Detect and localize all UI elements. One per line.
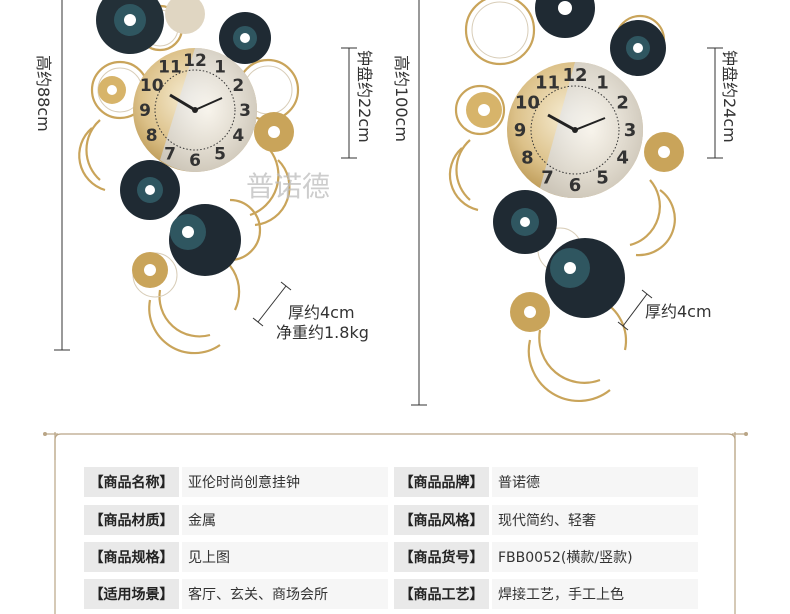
clock-numeral: 4	[232, 126, 244, 146]
spec-label: 【商品工艺】	[394, 579, 489, 609]
spec-row-sku: 【商品货号】 FBB0052(横款/竖款)	[394, 542, 698, 572]
spec-row-material: 【商品材质】 金属	[84, 505, 388, 535]
spec-label: 【商品名称】	[84, 467, 179, 497]
right-dial-label: 钟盘约24cm	[720, 50, 739, 143]
clock-numeral: 2	[232, 76, 244, 96]
spec-label: 【商品材质】	[84, 505, 179, 535]
clock-numeral: 10	[515, 93, 540, 114]
clock-numeral: 2	[616, 93, 629, 114]
clock-numeral: 6	[189, 151, 201, 171]
spec-row-craft: 【商品工艺】 焊接工艺，手工上色	[394, 579, 698, 609]
clock-numeral: 11	[158, 58, 182, 78]
watermark: 普诺德	[246, 170, 330, 203]
clock-numeral: 9	[514, 120, 527, 141]
clock-numeral: 11	[535, 72, 560, 93]
spec-value: 客厅、玄关、商场会所	[182, 579, 388, 609]
spec-value: 金属	[182, 505, 388, 535]
clock-numeral: 6	[569, 175, 582, 196]
spec-value: FBB0052(横款/竖款)	[492, 542, 698, 572]
spec-value: 普诺德	[492, 467, 698, 497]
spec-value: 焊接工艺，手工上色	[492, 579, 698, 609]
clock-numeral: 5	[596, 168, 609, 189]
spec-value: 见上图	[182, 542, 388, 572]
clock-numeral: 8	[521, 148, 534, 169]
clock-numeral: 4	[616, 148, 629, 169]
spec-row-name: 【商品名称】 亚伦时尚创意挂钟	[84, 467, 388, 497]
clock-numeral: 1	[214, 58, 226, 78]
left-dial-label: 钟盘约22cm	[355, 50, 374, 143]
spec-row-style: 【商品风格】 现代简约、轻奢	[394, 505, 698, 535]
spec-label: 【商品品牌】	[394, 467, 489, 497]
spec-value: 亚伦时尚创意挂钟	[182, 467, 388, 497]
spec-panel-sides	[54, 432, 736, 614]
clock-numeral: 12	[562, 65, 587, 86]
right-thickness-dimension	[617, 289, 653, 331]
right-thickness-label: 厚约4cm	[645, 302, 712, 321]
clock-numeral: 1	[596, 72, 609, 93]
right-height-dimension	[411, 0, 427, 406]
clock-numeral: 9	[139, 101, 151, 121]
left-weight-label: 净重约1.8kg	[276, 323, 369, 342]
clock-numeral: 7	[164, 144, 176, 164]
spec-label: 【商品规格】	[84, 542, 179, 572]
left-height-label: 高约88cm	[34, 55, 53, 132]
left-height-dimension	[54, 0, 70, 351]
spec-label: 【商品货号】	[394, 542, 489, 572]
clock-numeral: 3	[239, 101, 251, 121]
clock-numeral: 8	[146, 126, 158, 146]
spec-value: 现代简约、轻奢	[492, 505, 698, 535]
left-thickness-label: 厚约4cm	[288, 303, 355, 322]
spec-label: 【商品风格】	[394, 505, 489, 535]
right-height-label: 高约100cm	[392, 55, 411, 142]
clock-numeral: 5	[214, 144, 226, 164]
left-thickness-dimension	[252, 281, 292, 327]
clock-numeral: 7	[541, 168, 554, 189]
spec-row-brand: 【商品品牌】 普诺德	[394, 467, 698, 497]
spec-row-size: 【商品规格】 见上图	[84, 542, 388, 572]
clock-numeral: 10	[140, 76, 164, 96]
spec-row-scene: 【适用场景】 客厅、玄关、商场会所	[84, 579, 388, 609]
clock-numeral: 3	[624, 120, 637, 141]
right-dial-dimension	[707, 47, 723, 159]
left-dial-dimension	[341, 47, 357, 159]
clock-numeral: 12	[183, 51, 207, 71]
spec-label: 【适用场景】	[84, 579, 179, 609]
